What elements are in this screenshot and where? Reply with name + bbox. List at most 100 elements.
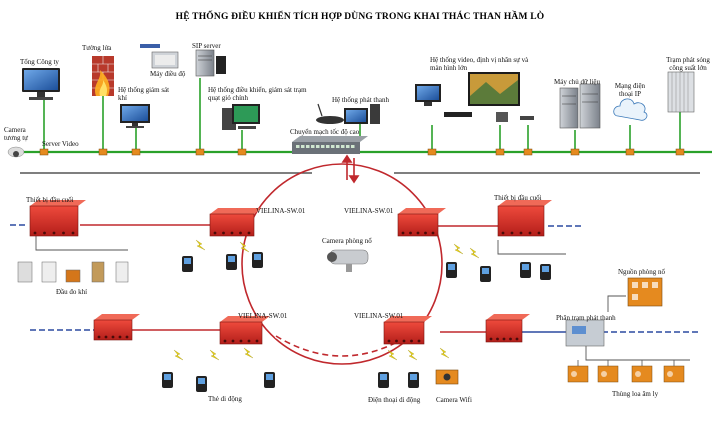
label-public-address: Hệ thống phát thanh xyxy=(332,96,389,104)
handset-icon xyxy=(252,252,263,268)
handset-icon xyxy=(162,372,173,388)
field-device-right xyxy=(485,314,530,343)
gas-monitoring-computer-icon xyxy=(120,104,150,128)
handset-icon xyxy=(378,372,389,388)
speaker-unit-icon xyxy=(663,360,685,383)
vielina-switch-top-left xyxy=(209,208,262,237)
handset-icon xyxy=(480,266,491,282)
gas-sensor-icons xyxy=(17,261,129,283)
switch-port xyxy=(346,145,350,148)
lightning-icon xyxy=(407,349,418,361)
speaker-unit-icon xyxy=(567,360,589,383)
bus-node xyxy=(625,148,635,156)
handset-icon xyxy=(182,256,193,272)
label-explosion-proof-camera: Camera phòng nổ xyxy=(322,237,372,245)
label-switch-bottom-right: VIELINA-SW.01 xyxy=(354,312,404,320)
bus-node xyxy=(195,148,205,156)
switch-port xyxy=(306,145,310,148)
ip-phone-network-cloud-icon xyxy=(613,98,648,121)
analog-camera-icon xyxy=(7,146,25,158)
bus-node xyxy=(427,148,437,156)
handset-icon xyxy=(520,262,531,278)
label-pa-substation: Phân trạm phát thanh xyxy=(556,314,616,322)
bus-node xyxy=(237,148,247,156)
explosion-proof-camera-icon xyxy=(327,249,369,272)
bus-node xyxy=(495,148,505,156)
label-switch-bottom-left: VIELINA-SW.01 xyxy=(238,312,288,320)
switch-port xyxy=(336,145,340,148)
sip-server-icon xyxy=(195,49,226,77)
vielina-switch-top-right xyxy=(397,208,446,237)
handset-icon xyxy=(196,376,207,392)
switch-port xyxy=(296,145,300,148)
bus-node xyxy=(39,148,49,156)
core-to-ring-link xyxy=(341,154,360,184)
terminal-device-right xyxy=(497,200,552,237)
label-dispatch: Máy điều độ xyxy=(150,70,186,78)
bus-node xyxy=(523,148,533,156)
speaker-unit-icon xyxy=(631,360,653,383)
data-server-icon xyxy=(559,83,601,129)
label-sip-server: SIP server xyxy=(192,42,221,50)
public-address-console-icon xyxy=(316,103,380,124)
handset-icon xyxy=(408,372,419,388)
lightning-icon xyxy=(173,349,184,361)
speaker-amplifier-units xyxy=(567,360,685,383)
bus-nodes xyxy=(39,148,685,156)
bus-node xyxy=(570,148,580,156)
lightning-icon xyxy=(243,347,254,359)
bus-node xyxy=(675,148,685,156)
lightning-icon xyxy=(387,349,398,361)
handset-icon xyxy=(540,264,551,280)
fan-control-computer-icon xyxy=(222,104,260,130)
handheld-devices xyxy=(162,252,551,392)
handset-icon xyxy=(226,254,237,270)
wifi-camera-icon xyxy=(435,369,459,385)
label-gas-sensor: Đầu đo khí xyxy=(56,288,88,296)
lightning-icon xyxy=(439,347,450,359)
switch-port xyxy=(316,145,320,148)
speaker-unit-icon xyxy=(597,360,619,383)
core-switch-icon xyxy=(292,136,368,154)
lightning-icon xyxy=(469,247,480,259)
label-speaker-units: Thùng loa âm ly xyxy=(612,390,659,398)
vielina-switch-bottom-left xyxy=(219,316,270,345)
label-gas-monitoring: Hệ thống giám sát khí xyxy=(118,86,170,102)
head-office-computer-icon xyxy=(22,68,60,100)
field-device-left xyxy=(93,314,140,341)
label-server-video: Server Video xyxy=(42,140,79,148)
label-firewall: Tường lửa xyxy=(82,44,112,52)
label-wifi-camera: Camera Wifi xyxy=(436,396,472,404)
terminal-device-left xyxy=(29,200,86,237)
base-station-icon xyxy=(667,71,695,113)
label-base-station: Trạm phát sóng công suất lớn xyxy=(666,56,710,72)
label-power-supply: Nguồn phòng nổ xyxy=(618,268,666,276)
label-head-office: Tổng Công ty xyxy=(20,58,59,66)
switch-port xyxy=(351,145,355,148)
label-switch-top-left: VIELINA-SW.01 xyxy=(256,207,306,215)
switch-port xyxy=(341,145,345,148)
handset-icon xyxy=(446,262,457,278)
label-terminal-left: Thiết bị đầu cuối xyxy=(26,196,74,204)
dispatch-console-icon xyxy=(140,44,179,69)
bus-node xyxy=(98,148,108,156)
label-switch-top-right: VIELINA-SW.01 xyxy=(344,207,394,215)
label-analog-camera: Camera tương tự xyxy=(4,126,28,142)
switch-port xyxy=(311,145,315,148)
label-mobile-tag: Thẻ di động xyxy=(208,395,242,403)
wireless-links xyxy=(173,239,480,361)
pa-substation-icon xyxy=(565,319,605,347)
label-data-server: Máy chủ dữ liệu xyxy=(554,78,600,86)
switch-port xyxy=(331,145,335,148)
label-fan-control: Hệ thống điều khiển, giám sát trạm quạt … xyxy=(208,86,307,102)
lightning-icon xyxy=(195,239,206,251)
label-ip-phone-network: Mạng điện thoại IP xyxy=(614,82,646,98)
diagram-title: HỆ THỐNG ĐIỀU KHIỂN TÍCH HỢP DÙNG TRONG … xyxy=(175,12,545,22)
bus-node xyxy=(131,148,141,156)
lightning-icon xyxy=(239,241,250,253)
switch-port xyxy=(326,145,330,148)
switch-port xyxy=(301,145,305,148)
video-system-icon xyxy=(415,72,534,122)
label-core-switch: Chuyển mạch tốc độ cao xyxy=(290,128,360,136)
